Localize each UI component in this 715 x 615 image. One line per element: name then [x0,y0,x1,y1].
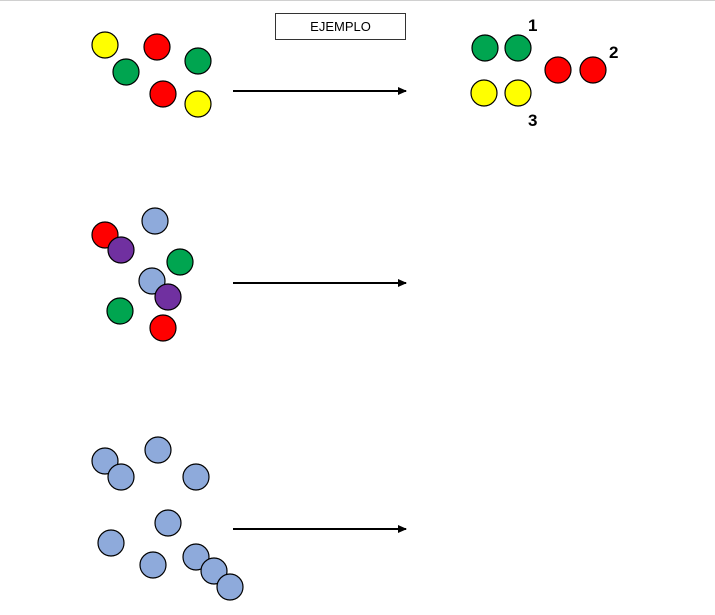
particle-red [579,56,607,84]
example-mixture [91,31,212,118]
particle-yellow [184,90,212,118]
particle-blue [182,463,210,491]
particle-blue [216,573,244,601]
mixture-2 [91,207,194,342]
example-label: EJEMPLO [275,13,406,40]
mixture-3 [91,436,244,601]
particle-green [166,248,194,276]
group-label-3: 3 [528,111,537,130]
top-border [0,0,715,1]
particle-yellow [91,31,119,59]
particle-blue [107,463,135,491]
particle-yellow [470,79,498,107]
example-separated-result: 1 2 3 [470,16,618,130]
particle-green [184,47,212,75]
particle-green [504,34,532,62]
particle-blue [139,551,167,579]
particle-green [112,58,140,86]
group-label-2: 2 [609,43,618,62]
particle-red [143,33,171,61]
particle-green [471,34,499,62]
particle-blue [141,207,169,235]
particle-blue [97,529,125,557]
particle-purple [107,236,135,264]
particle-yellow [504,79,532,107]
particle-red [149,314,177,342]
particle-blue [144,436,172,464]
particle-red [149,80,177,108]
particle-green [106,297,134,325]
particle-red [544,56,572,84]
particle-blue [154,509,182,537]
particle-blue [182,543,210,571]
group-label-1: 1 [528,16,537,35]
particle-purple [154,283,182,311]
